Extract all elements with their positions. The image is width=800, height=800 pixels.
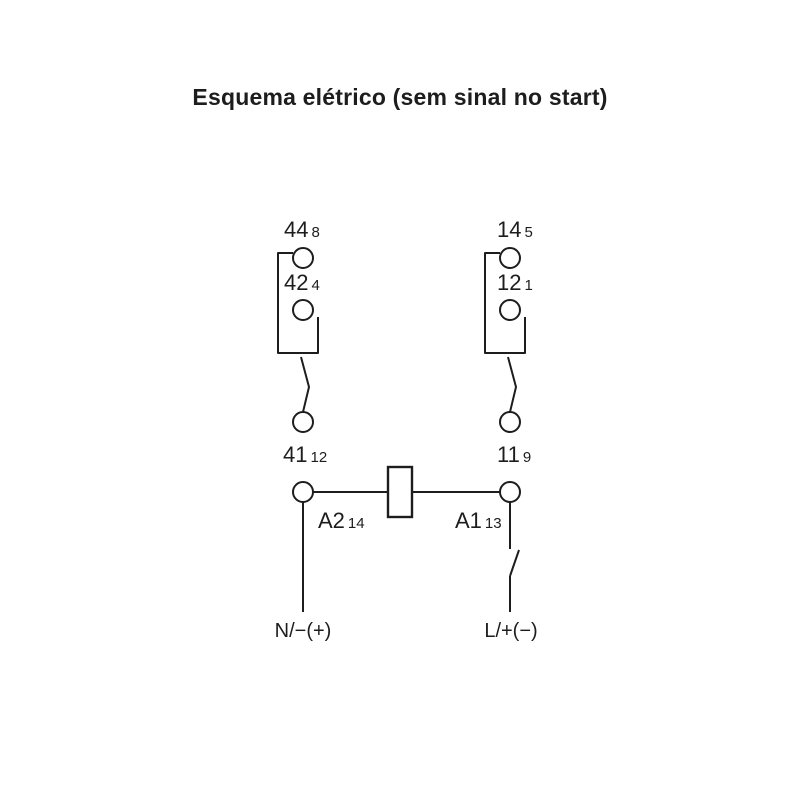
terminal-14-circle [499, 247, 521, 269]
coil-symbol [386, 465, 414, 519]
supply-label-line: L/+(−) [484, 620, 538, 642]
terminal-42-circle [292, 299, 314, 321]
terminal-number: 14 [497, 217, 522, 242]
terminal-41-circle [292, 411, 314, 433]
terminal-11-circle [499, 411, 521, 433]
terminal-number: 11 [497, 442, 520, 467]
contact-bracket-right [484, 252, 526, 354]
pin-number: 8 [311, 224, 320, 241]
terminal-number: 12 [497, 270, 522, 295]
pin-number: 4 [311, 277, 320, 294]
terminal-number: 41 [283, 442, 308, 467]
terminal-12-circle [499, 299, 521, 321]
terminal-a2-circle [292, 481, 314, 503]
start-switch [509, 549, 520, 577]
terminal-a1-circle [499, 481, 521, 503]
terminal-number: A2 [318, 508, 345, 533]
pin-number: 14 [347, 515, 365, 532]
diagram-title: Esquema elétrico (sem sinal no start) [192, 84, 608, 110]
terminal-number: 42 [284, 270, 309, 295]
terminal-number: A1 [455, 508, 482, 533]
contact-group-right [484, 247, 526, 433]
terminal-44-circle [292, 247, 314, 269]
pin-number: 5 [524, 224, 533, 241]
terminal-number: 44 [284, 217, 309, 242]
supply-label-neutral: N/−(+) [274, 620, 332, 642]
contact-arm-right [507, 356, 517, 413]
pin-number: 9 [522, 449, 532, 466]
pin-number: 12 [310, 449, 328, 466]
pin-number: 13 [484, 515, 502, 532]
coil-circuit [292, 465, 521, 612]
contact-arm-left [300, 356, 310, 413]
contact-group-left [277, 247, 319, 433]
contact-bracket-left [277, 252, 319, 354]
pin-number: 1 [524, 277, 533, 294]
